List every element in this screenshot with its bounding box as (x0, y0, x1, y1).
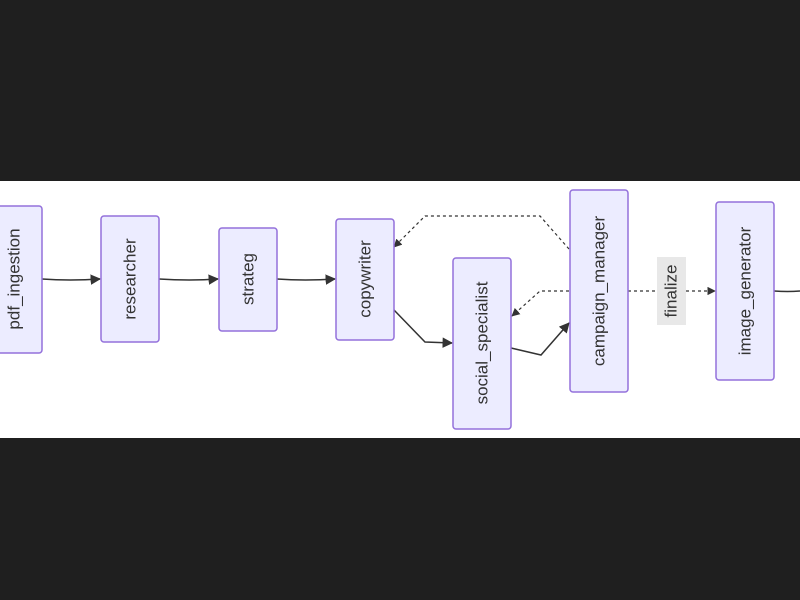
edge-campaign-manager-to-social-specialist (511, 290, 569, 317)
node-label-strateg: strateg (239, 253, 258, 305)
node-strateg[interactable]: strateg (218, 227, 278, 332)
node-pdf-ingestion[interactable]: pdf_ingestion (0, 205, 43, 354)
node-label-researcher: researcher (121, 238, 140, 320)
edge-label-finalize-text: finalize (662, 265, 681, 318)
node-image-generator[interactable]: image_generator (715, 201, 775, 381)
edge-strateg-to-copywriter (276, 274, 337, 285)
node-label-copywriter: copywriter (356, 240, 375, 318)
node-copywriter[interactable]: copywriter (335, 218, 395, 341)
node-label-image-generator: image_generator (736, 226, 755, 355)
node-researcher[interactable]: researcher (100, 215, 160, 343)
edge-social-specialist-to-campaign-manager (510, 322, 570, 356)
edge-pdf-ingestion-to-researcher (41, 274, 102, 285)
flow-diagram: finalize pdf_ingestion researcher strate… (0, 189, 800, 430)
node-label-social-specialist: social_specialist (473, 281, 492, 404)
edge-label-finalize: finalize (657, 257, 686, 325)
diagram-canvas: finalize pdf_ingestion researcher strate… (0, 181, 800, 438)
edge-campaign-manager-to-copywriter (393, 215, 570, 250)
edge-copywriter-to-social-specialist (393, 309, 454, 348)
node-label-campaign-manager: campaign_manager (590, 216, 609, 367)
edge-image-generator-outgoing (773, 290, 800, 293)
node-label-pdf-ingestion: pdf_ingestion (5, 228, 24, 329)
node-campaign-manager[interactable]: campaign_manager (569, 189, 629, 393)
edges (41, 215, 800, 356)
edge-researcher-to-strateg (158, 274, 220, 285)
node-social-specialist[interactable]: social_specialist (452, 257, 512, 430)
